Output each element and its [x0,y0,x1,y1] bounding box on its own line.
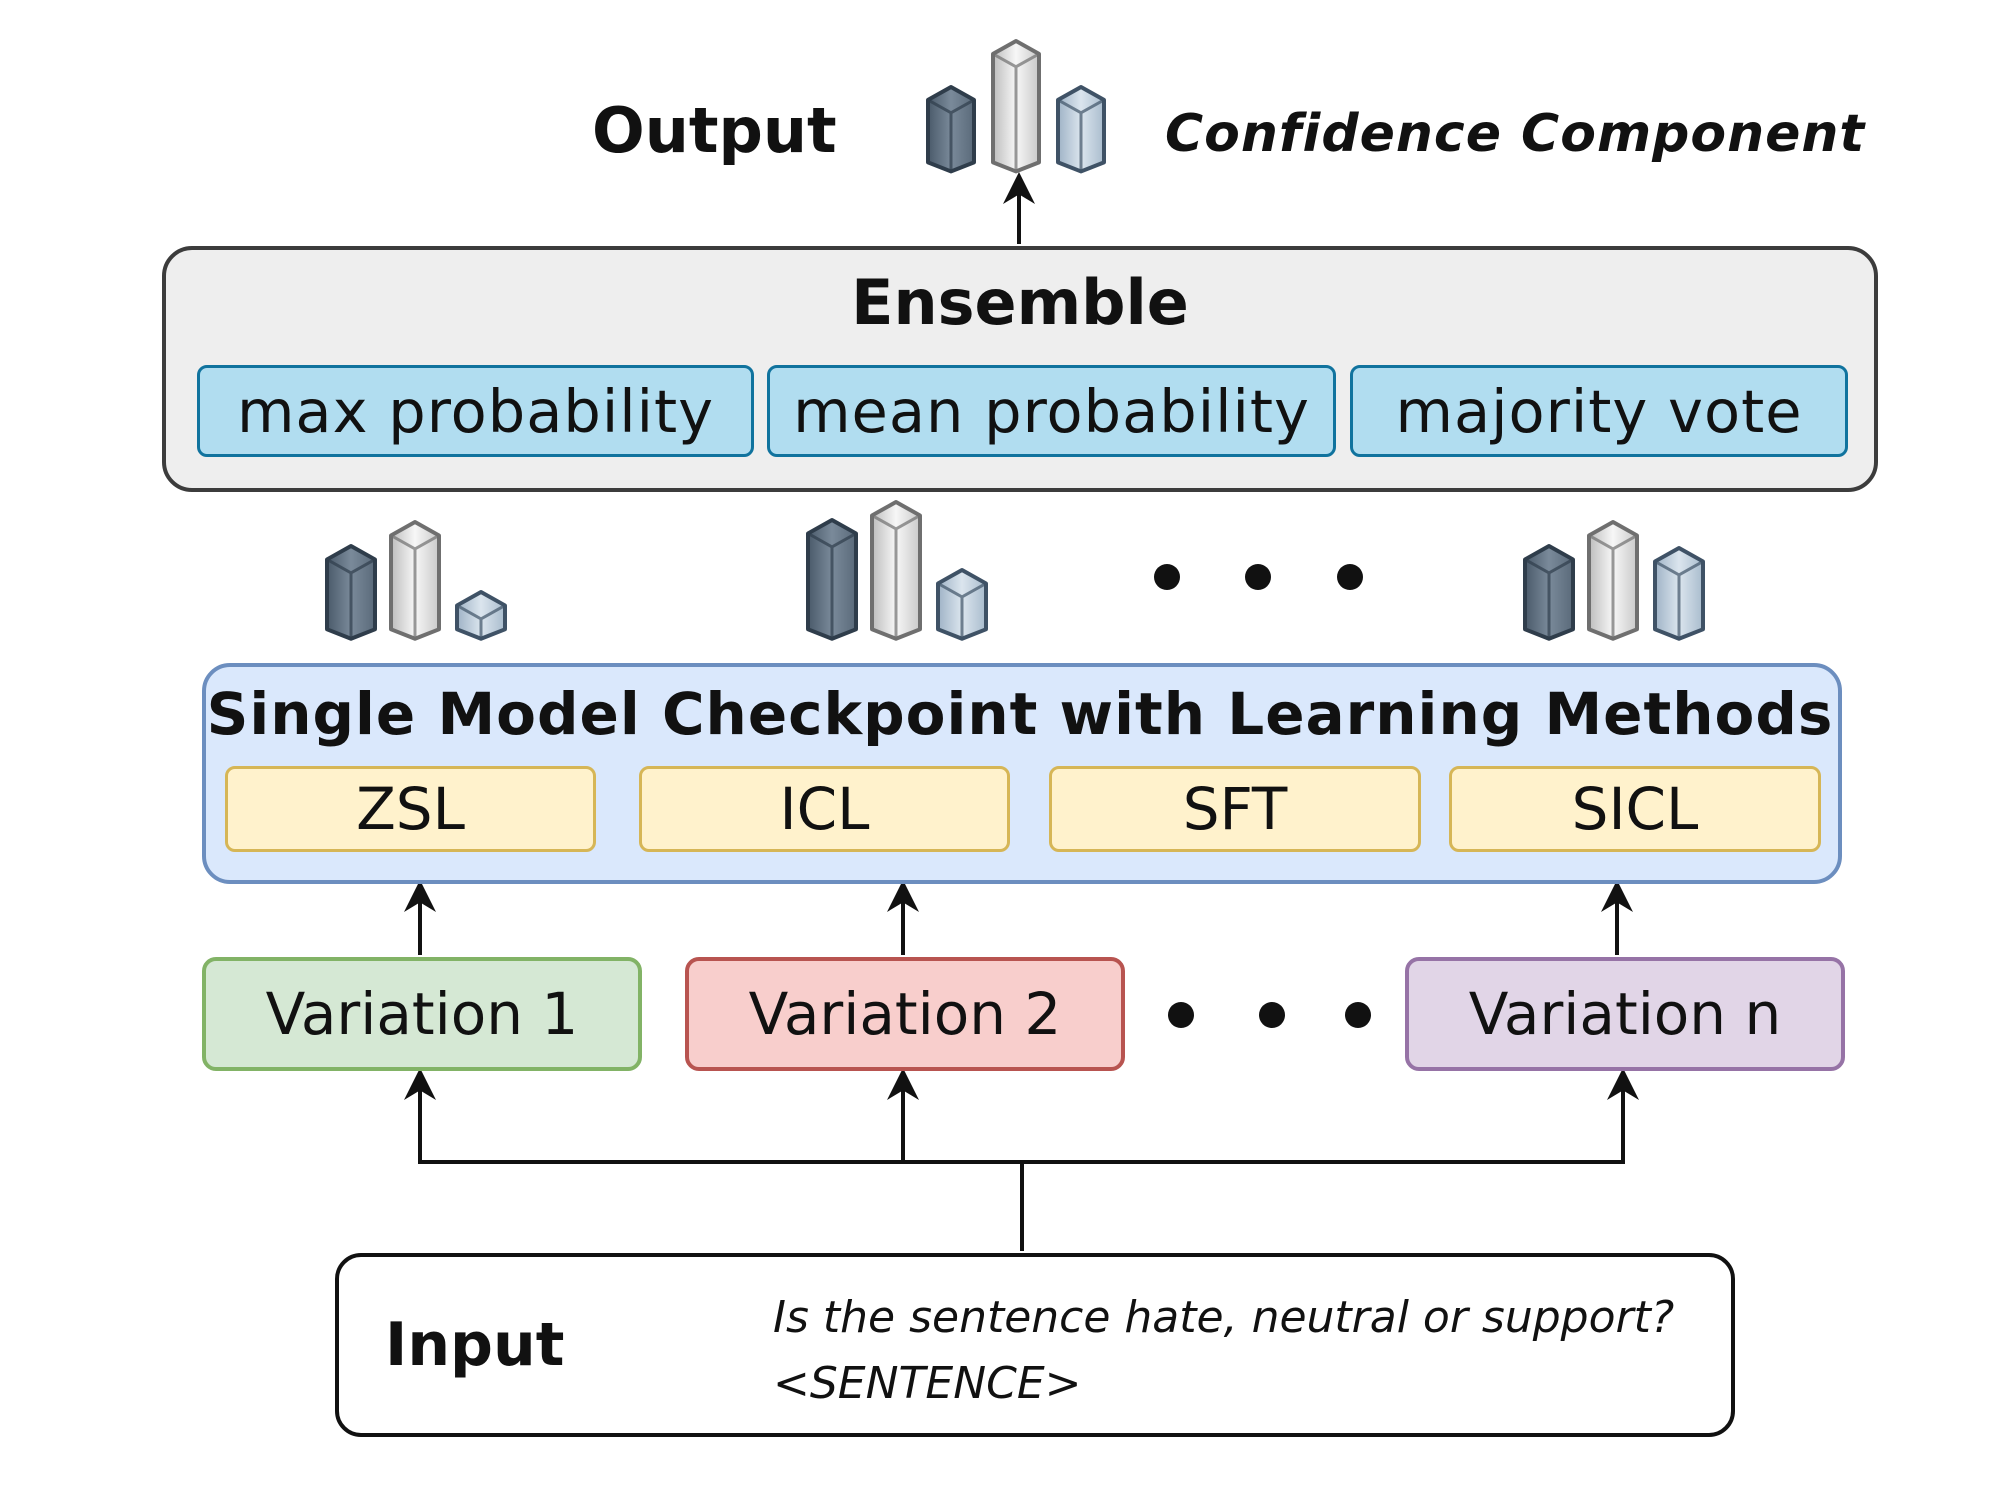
input-prompt-sentence: <SENTENCE> [773,1358,1082,1409]
confidence-component-label: Confidence Component [1165,104,1866,164]
ensemble-method-majority-vote: majority vote [1350,365,1848,457]
ensemble-title: Ensemble [851,266,1189,339]
input-box [335,1253,1735,1437]
input-prompt-question: Is the sentence hate, neutral or support… [773,1292,1675,1343]
learning-method-sft: SFT [1049,766,1421,852]
bar-clusters [325,39,1705,641]
ensemble-method-mean-probability: mean probability [767,365,1336,457]
learning-title: Single Model Checkpoint with Learning Me… [206,680,1834,748]
variation-2-box: Variation 2 [685,957,1125,1071]
learning-method-sicl: SICL [1449,766,1821,852]
learning-method-icl: ICL [639,766,1010,852]
ellipsis-icon [1154,564,1363,590]
ellipsis-icon [1168,1002,1371,1028]
input-label: Input [385,1310,565,1380]
variation-n-box: Variation n [1405,957,1845,1071]
ensemble-method-max-probability: max probability [197,365,754,457]
variation-1-box: Variation 1 [202,957,642,1071]
output-label: Output [592,94,837,167]
learning-method-zsl: ZSL [225,766,596,852]
